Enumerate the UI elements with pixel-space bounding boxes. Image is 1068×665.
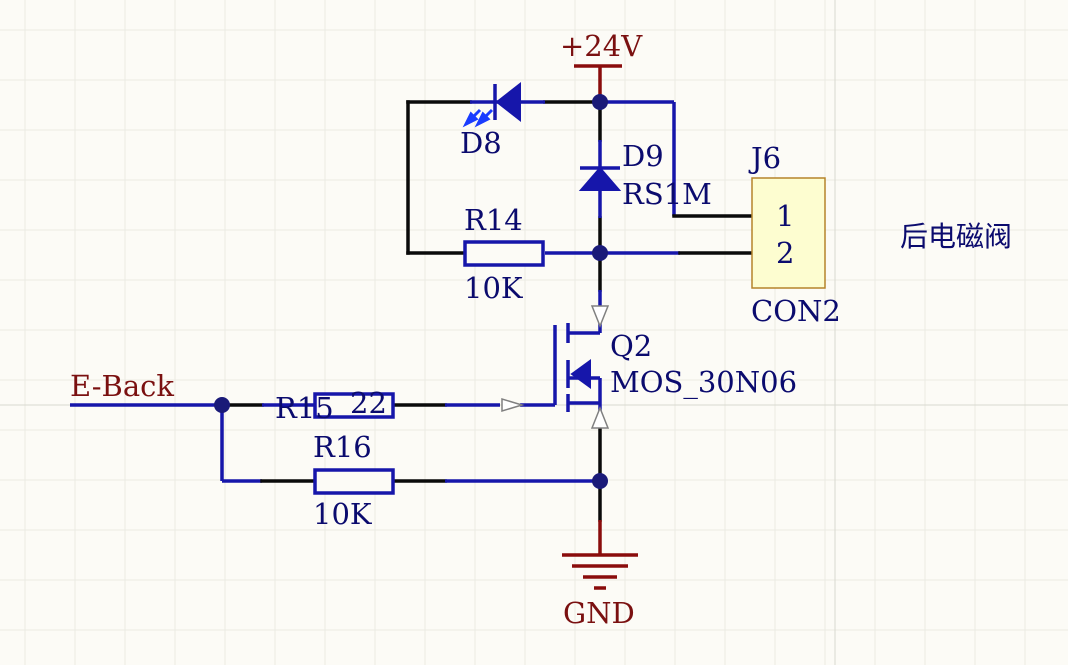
ground-symbol[interactable]: GND: [562, 520, 638, 630]
r16-value: 10K: [313, 497, 373, 531]
r14-value: 10K: [464, 271, 524, 305]
junction-gnd: [592, 473, 608, 489]
resistor-r15[interactable]: 22 R15: [275, 386, 395, 425]
ground-label: GND: [563, 596, 635, 630]
pin-arrow-source: [590, 405, 610, 429]
d8-ref: D8: [460, 126, 502, 160]
j6-pin-2: 2: [776, 236, 794, 270]
j6-ref: J6: [748, 141, 781, 175]
resistor-r14[interactable]: R14 10K: [463, 203, 545, 305]
power-label-24v: +24V: [560, 29, 643, 63]
j6-value: CON2: [751, 294, 841, 328]
led-d8[interactable]: D8: [460, 81, 545, 160]
r16-ref: R16: [313, 430, 372, 464]
d9-value: RS1M: [622, 177, 712, 211]
power-port-24v[interactable]: +24V: [560, 29, 643, 100]
mosfet-q2[interactable]: Q2 MOS_30N06: [501, 290, 797, 429]
annotation-rear-solenoid: 后电磁阀: [900, 220, 1012, 253]
d9-ref: D9: [622, 139, 664, 173]
wires: [70, 100, 754, 522]
q2-value: MOS_30N06: [610, 365, 797, 400]
q2-ref: Q2: [610, 329, 652, 363]
junction-input: [214, 397, 230, 413]
pin-arrow-drain: [590, 305, 610, 329]
junction-dots: [214, 94, 608, 489]
light-emission-icon: [462, 108, 494, 128]
pin-arrow-gate: [501, 397, 525, 413]
r14-ref: R14: [464, 203, 523, 237]
connector-j6[interactable]: 1 2 J6 CON2: [748, 141, 841, 328]
diode-d9[interactable]: D9 RS1M: [578, 139, 712, 218]
r15-value: 22: [350, 386, 387, 420]
net-label-e-back[interactable]: E-Back: [70, 369, 174, 403]
junction-top: [592, 94, 608, 110]
r15-ref: R15: [275, 391, 334, 425]
junction-drain: [592, 245, 608, 261]
j6-pin-1: 1: [776, 199, 794, 233]
resistor-r16[interactable]: R16 10K: [313, 430, 395, 531]
